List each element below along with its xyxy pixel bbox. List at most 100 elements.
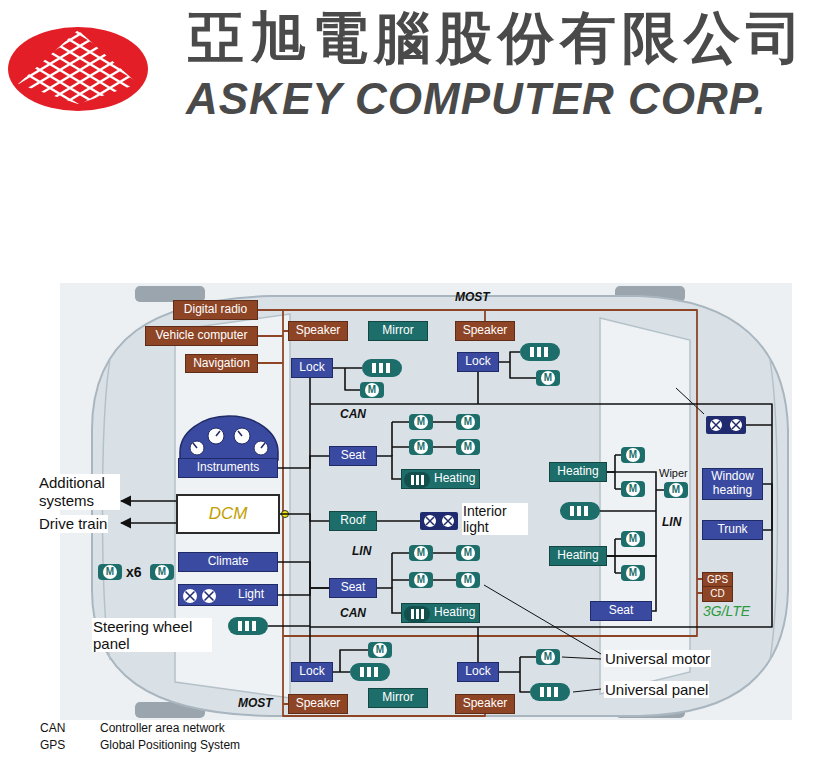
motor-disc (414, 415, 428, 429)
part-name: Universal panel (604, 681, 709, 698)
motor-body (456, 439, 480, 455)
part-name: Universal motor (604, 650, 711, 667)
illustration-ground (60, 283, 792, 720)
can-bus (268, 352, 772, 692)
media-module-box: Speaker (288, 321, 348, 341)
control-unit-box: Lock (457, 352, 499, 372)
motor-body (368, 642, 392, 658)
box-label: Speaker (463, 697, 508, 711)
control-unit-box: Seat (590, 601, 652, 621)
bus-connector (607, 472, 656, 556)
motor-body (98, 564, 122, 580)
panel-bar (530, 347, 534, 357)
panel-bar (411, 475, 414, 485)
motor-letter: M (461, 415, 475, 429)
panel-symbol (350, 663, 390, 681)
motor-body (409, 545, 433, 561)
motor-letter: M (414, 415, 428, 429)
actuator-box: Mirror (368, 688, 428, 708)
lamp-bulb (424, 515, 436, 527)
motor-disc (626, 566, 640, 580)
control-unit-box: Seat (329, 446, 377, 466)
lamp-cross (712, 421, 720, 429)
gauge-cluster (180, 416, 278, 460)
box-label: Vehicle computer (155, 329, 247, 343)
leader-line (484, 388, 704, 692)
motor-disc (461, 440, 475, 454)
motor-symbol (664, 482, 688, 498)
motor-symbol (98, 564, 122, 580)
panel-symbol (362, 359, 402, 377)
bus-connector (278, 562, 329, 588)
panel-bar (386, 363, 390, 373)
box-label: Seat (341, 449, 366, 463)
panel-bar (540, 687, 544, 697)
bus-connector (377, 588, 401, 613)
box-label: Mirror (382, 691, 413, 705)
motor-symbol (409, 439, 433, 455)
motor-disc (626, 532, 640, 546)
motor-body (664, 482, 688, 498)
lamp-cross (444, 517, 452, 525)
bus-name: LIN (662, 516, 681, 530)
panel-bar (245, 621, 249, 631)
motor-disc (155, 565, 169, 579)
box-label: Roof (340, 514, 365, 528)
box-label: Trunk (717, 523, 747, 537)
part-name: Interior light (462, 503, 528, 535)
system-note: Drive train (38, 515, 108, 533)
motor-symbol (360, 382, 384, 398)
motor-body (409, 572, 433, 588)
control-unit-box: Lock (291, 662, 333, 682)
panel-bar (570, 506, 574, 516)
actuator-box: Heating (549, 546, 607, 566)
actuator-box: Heating (401, 469, 480, 489)
panel-bar (411, 609, 414, 619)
motor-letter: M (461, 440, 475, 454)
panel-body (404, 472, 430, 488)
media-module-box: Digital radio (173, 300, 258, 320)
panel-symbol (560, 502, 600, 520)
control-unit-box: Climate (178, 552, 278, 572)
bus-name: MOST (455, 291, 490, 305)
control-unit-box: Lock (291, 358, 333, 378)
lamp-bulb (730, 419, 742, 431)
box-label: Mirror (382, 324, 413, 338)
motor-disc (626, 482, 640, 496)
motor-symbol (150, 564, 174, 580)
motor-symbol (409, 414, 433, 430)
panel-body (404, 606, 430, 622)
control-unit-box: Lock (457, 662, 499, 682)
motor-body (536, 370, 560, 386)
bus-connector (278, 456, 329, 468)
panel-body (362, 359, 402, 377)
media-module-box: Vehicle computer (145, 326, 258, 346)
instrument-dome (180, 416, 278, 460)
panel-bar (577, 506, 581, 516)
motor-letter: M (414, 440, 428, 454)
panel-body (560, 502, 600, 520)
lamp-cross (205, 592, 214, 601)
motor-disc (414, 546, 428, 560)
lamp-body (420, 512, 458, 530)
panel-symbol (530, 683, 570, 701)
lamp-icon (181, 587, 221, 605)
car-body (60, 283, 792, 720)
bus-connector (377, 456, 401, 479)
media-module-box: Speaker (455, 321, 515, 341)
motor-letter: M (461, 573, 475, 587)
box-label: Seat (341, 581, 366, 595)
company-name: 亞旭電腦股份有限公司 (188, 6, 808, 70)
bus-name: LIN (352, 545, 371, 559)
motor-letter: M (373, 643, 387, 657)
panel-bar (372, 363, 376, 373)
box-label: Lock (465, 665, 490, 679)
motor-body (536, 649, 560, 665)
box-label: Speaker (296, 324, 341, 338)
motor-body (621, 565, 645, 581)
lamp-body (706, 416, 746, 434)
motor-letter: M (669, 483, 683, 497)
panel-bar (584, 506, 588, 516)
motor-symbol (621, 565, 645, 581)
panel-bar (544, 347, 548, 357)
